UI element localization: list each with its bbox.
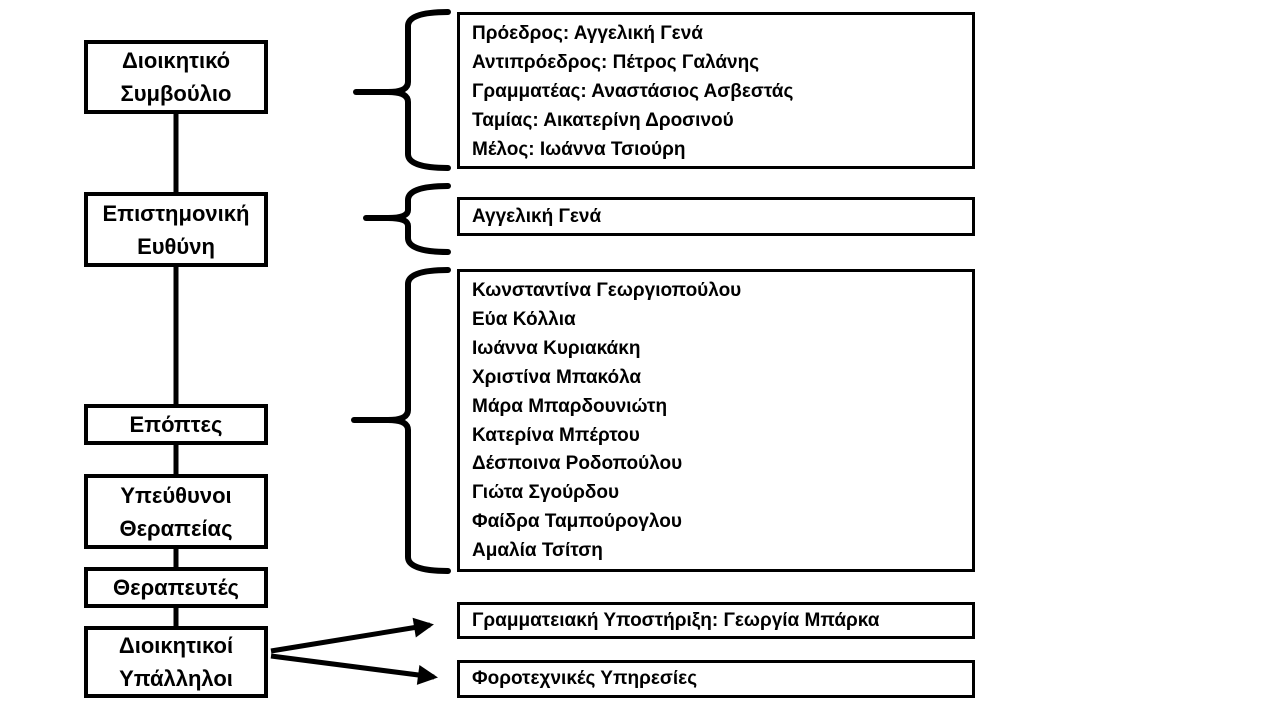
text-line: Μάρα Μπαρδουνιώτη [472, 395, 668, 417]
text-line: Κωνσταντίνα Γεωργιοπούλου [472, 280, 742, 301]
text-line: Δέσποινα Ροδοπούλου [472, 453, 683, 475]
text-line: Φοροτεχνικές Υπηρεσίες [472, 668, 698, 689]
text-line: Φαίδρα Ταμπούρογλου [472, 511, 682, 533]
text-line: Πρόεδρος: Αγγελική Γενά [472, 23, 703, 44]
text-line: Χριστίνα Μπακόλα [472, 366, 642, 388]
text-line: Αμαλία Τσίτση [472, 540, 603, 562]
text-line: Αντιπρόεδρος: Πέτρος Γαλάνης [472, 51, 760, 73]
text-line: Ταμίας: Αικατερίνη Δροσινού [472, 109, 734, 131]
node-board: Διοικητικό Συμβούλιο [84, 40, 268, 114]
text-line: Εύα Κόλλια [472, 308, 576, 330]
panel-tax-services: Φοροτεχνικές Υπηρεσίες [457, 660, 975, 698]
panel-secretariat: Γραμματειακή Υποστήριξη: Γεωργία Μπάρκα [457, 602, 975, 639]
text-line: Γιώτα Σγούρδου [472, 482, 620, 504]
node-therapists: Θεραπευτές [84, 567, 268, 608]
text-line: Ιωάννα Κυριακάκη [472, 337, 641, 359]
text-line: Αγγελική Γενά [472, 205, 602, 227]
node-supervisors: Επόπτες [84, 404, 268, 445]
brace-board [387, 9, 451, 171]
arrow-tax-services [270, 653, 438, 685]
text-line: Γραμματειακή Υποστήριξη: Γεωργία Μπάρκα [472, 609, 880, 631]
panel-scientific-lead: Αγγελική Γενά [457, 197, 975, 236]
text-line: Γραμματέας: Αναστάσιος Ασβεστάς [472, 80, 794, 102]
text-line: Μέλος: Ιωάννα Τσιούρη [472, 138, 686, 160]
text-line: Κατερίνα Μπέρτου [472, 424, 640, 446]
arrow-secretariat [270, 617, 434, 654]
brace-scientific-lead [387, 183, 451, 255]
node-scientific-lead: Επιστημονική Ευθύνη [84, 192, 268, 267]
node-admin-staff: Διοικητικοί Υπάλληλοι [84, 626, 268, 698]
brace-supervisors [387, 267, 451, 574]
node-therapy-managers: Υπεύθυνοι Θεραπείας [84, 474, 268, 549]
